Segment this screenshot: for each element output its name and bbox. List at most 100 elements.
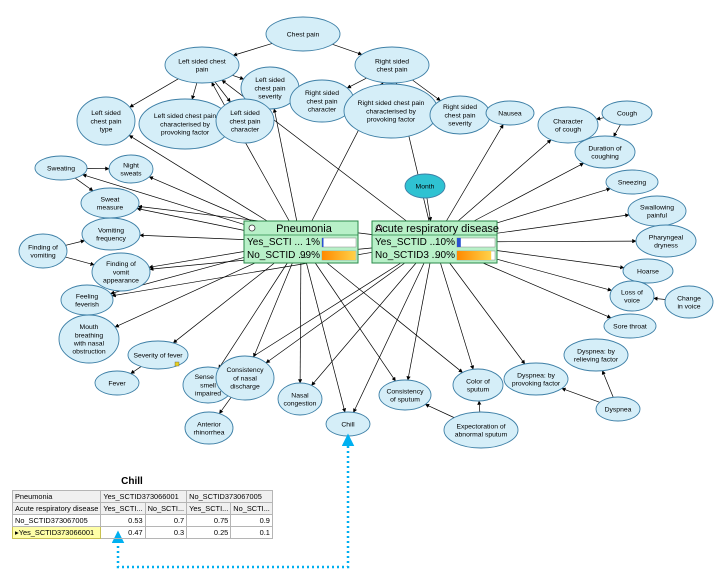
node-label: Cough: [617, 110, 637, 117]
edge-arrow: [346, 77, 367, 89]
cpt-row[interactable]: ▸Yes_SCTID373066001 0.47 0.3 0.25 0.1: [11, 526, 273, 539]
edge-arrow: [136, 207, 245, 231]
node-label: Night: [123, 162, 139, 169]
chill-cpt-panel: Chill Pneumonia Yes_SCTID373066001 No_SC…: [11, 476, 273, 539]
cpt-cell[interactable]: 0.3: [144, 526, 188, 539]
node-night-sweats[interactable]: Night sweats: [108, 154, 154, 184]
node-label: Nasal: [291, 392, 309, 399]
cpt-header-cell: Acute respiratory disease: [11, 502, 102, 515]
node-label: smell: [200, 382, 216, 389]
cpt-header-row: Pneumonia Yes_SCTID373066001 No_SCTID373…: [11, 490, 273, 503]
node-dyspnea[interactable]: Dyspnea: [595, 396, 641, 422]
edge-arrow: [613, 124, 621, 138]
cpt-cell[interactable]: 0.1: [230, 526, 273, 539]
monitor-toggle-icon[interactable]: [248, 224, 256, 232]
node-label: Right sided: [305, 90, 339, 97]
node-label: Finding of: [106, 261, 136, 268]
node-sore-throat[interactable]: Sore throat: [603, 313, 657, 339]
node-chest-pain[interactable]: Chest pain: [265, 16, 341, 52]
node-label: of cough: [555, 127, 581, 134]
node-label: Left sided: [255, 77, 285, 84]
cpt-cell[interactable]: 0.25: [186, 526, 232, 539]
edge-arrow: [129, 78, 179, 108]
node-severity-fever[interactable]: Severity of fever: [127, 340, 189, 370]
cpt-link-arrow: [111, 433, 355, 569]
edge-arrow: [596, 116, 605, 121]
node-label: Chill: [341, 421, 355, 428]
node-hoarse[interactable]: Hoarse: [622, 258, 674, 284]
node-month[interactable]: Month: [404, 173, 446, 199]
node-chill[interactable]: Chill: [325, 411, 371, 437]
node-label: impaired: [195, 391, 221, 398]
node-label: Left sided chest pain: [154, 113, 217, 120]
node-label: chest pain: [255, 85, 286, 92]
node-label: Dyspnea: by: [517, 372, 555, 379]
edge-arrow: [496, 239, 637, 244]
monitor-title: Acute respiratory disease: [375, 223, 499, 235]
cpt-cell[interactable]: 0.75: [186, 514, 232, 527]
cpt-cell[interactable]: 0.53: [100, 514, 146, 527]
cpt-header-cell: No_SCTID373067005: [186, 490, 273, 503]
pneumonia-monitor[interactable]: Pneumonia Yes_SCTI ... 1% No_SCTID ... 9…: [243, 220, 359, 264]
cpt-table[interactable]: Pneumonia Yes_SCTID373066001 No_SCTID373…: [11, 490, 273, 539]
node-nausea[interactable]: Nausea: [485, 100, 535, 126]
node-label: Expectoration of: [456, 423, 505, 430]
node-label: Right sided chest pain: [358, 100, 425, 107]
state-value: 10%: [435, 237, 455, 248]
node-label: Left sided: [91, 110, 121, 117]
node-sweating[interactable]: Sweating: [34, 155, 88, 181]
node-label: Finding of: [28, 244, 58, 251]
monitor-title: Pneumonia: [276, 223, 333, 235]
cpt-row[interactable]: No_SCTID373067005 0.53 0.7 0.75 0.9: [11, 514, 273, 527]
node-label: Anterior: [197, 421, 222, 428]
acute-respiratory-disease-monitor[interactable]: Acute respiratory disease Yes_SCTID ... …: [371, 220, 499, 264]
node-label: severity: [258, 94, 282, 101]
cpt-cell[interactable]: 0.7: [144, 514, 188, 527]
cpt-row-label[interactable]: ▸Yes_SCTID373066001: [11, 526, 102, 539]
edge-arrow: [440, 262, 475, 370]
row-marker: ▸: [15, 528, 19, 537]
edge-arrow: [311, 262, 417, 386]
edge-arrow: [232, 43, 273, 57]
node-cough[interactable]: Cough: [601, 100, 653, 126]
monitor-toggle-icon[interactable]: [375, 224, 383, 232]
cpt-cell[interactable]: 0.47: [100, 526, 146, 539]
node-label: dryness: [654, 243, 678, 250]
node-label: relieving factor: [574, 357, 619, 364]
node-label: painful: [647, 213, 668, 220]
node-sneezing[interactable]: Sneezing: [605, 169, 659, 195]
edge-arrow: [496, 258, 612, 292]
cpt-cell[interactable]: 0.9: [230, 514, 273, 527]
edge-arrow: [272, 108, 298, 222]
node-fever[interactable]: Fever: [94, 370, 140, 396]
node-label: sweats: [120, 171, 142, 178]
